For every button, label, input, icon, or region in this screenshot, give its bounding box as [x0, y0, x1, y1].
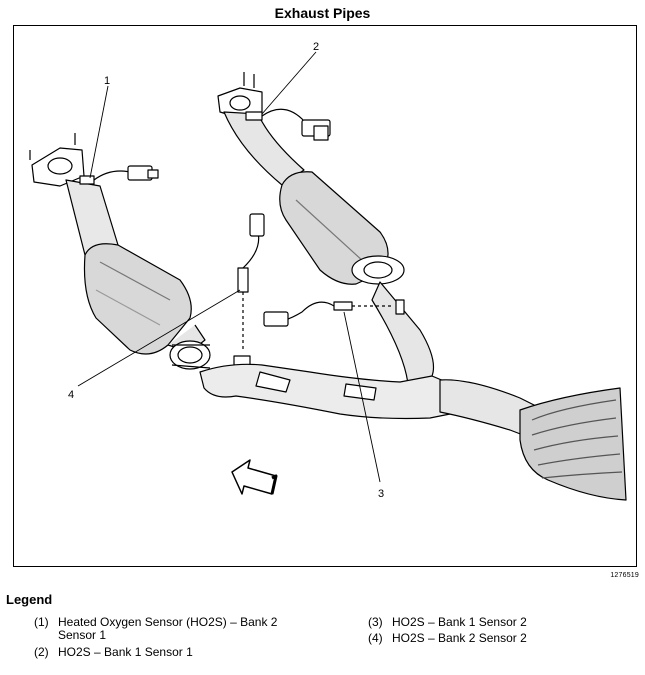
legend-text: HO2S – Bank 1 Sensor 2: [392, 615, 527, 629]
sensor-bank2-sensor2: [233, 213, 265, 367]
legend-heading: Legend: [6, 592, 53, 607]
callout-1: 1: [104, 75, 110, 87]
right-intermediate-pipe: [371, 281, 435, 385]
left-clamp-joint: [169, 340, 211, 370]
legend-item-1: (1) Heated Oxygen Sensor (HO2S) – Bank 2 …: [34, 616, 318, 642]
callout-4: 4: [68, 389, 74, 401]
sensor-bank1-sensor1: [245, 108, 331, 141]
legend-item-3: (3) HO2S – Bank 1 Sensor 2: [368, 616, 527, 629]
left-manifold-flange: [29, 133, 85, 187]
legend-text: HO2S – Bank 2 Sensor 2: [392, 631, 527, 645]
front-direction-arrow: [231, 459, 278, 495]
leader-line-3: [343, 311, 381, 483]
y-pipe: [199, 363, 471, 420]
legend-item-4: (4) HO2S – Bank 2 Sensor 2: [368, 632, 527, 645]
diagram-frame: [13, 25, 637, 567]
legend-text: Heated Oxygen Sensor (HO2S) – Bank 2 Sen…: [58, 615, 278, 642]
right-manifold-flange: [217, 72, 263, 119]
legend-num: (3): [368, 615, 383, 629]
legend-num: (4): [368, 631, 383, 645]
leader-line-1: [89, 85, 109, 179]
legend-num: (1): [34, 615, 49, 629]
muffler-heat-shield: [519, 387, 627, 501]
page-title: Exhaust Pipes: [274, 5, 371, 21]
figure-id: 1276519: [610, 572, 639, 579]
left-catalytic-converter: [65, 179, 206, 355]
callout-3: 3: [378, 488, 384, 500]
legend-item-2: (2) HO2S – Bank 1 Sensor 1: [34, 646, 193, 659]
leader-lines: [77, 51, 381, 483]
sensor-bank2-sensor1: [79, 165, 159, 185]
leader-line-4: [77, 289, 241, 387]
callout-2: 2: [313, 41, 319, 53]
leader-line-2: [261, 51, 317, 115]
sensor-bank1-sensor2: [263, 299, 405, 327]
legend-text: HO2S – Bank 1 Sensor 1: [58, 645, 193, 659]
right-catalytic-converter: [279, 171, 405, 285]
legend-num: (2): [34, 645, 49, 659]
right-downpipe: [223, 111, 305, 186]
